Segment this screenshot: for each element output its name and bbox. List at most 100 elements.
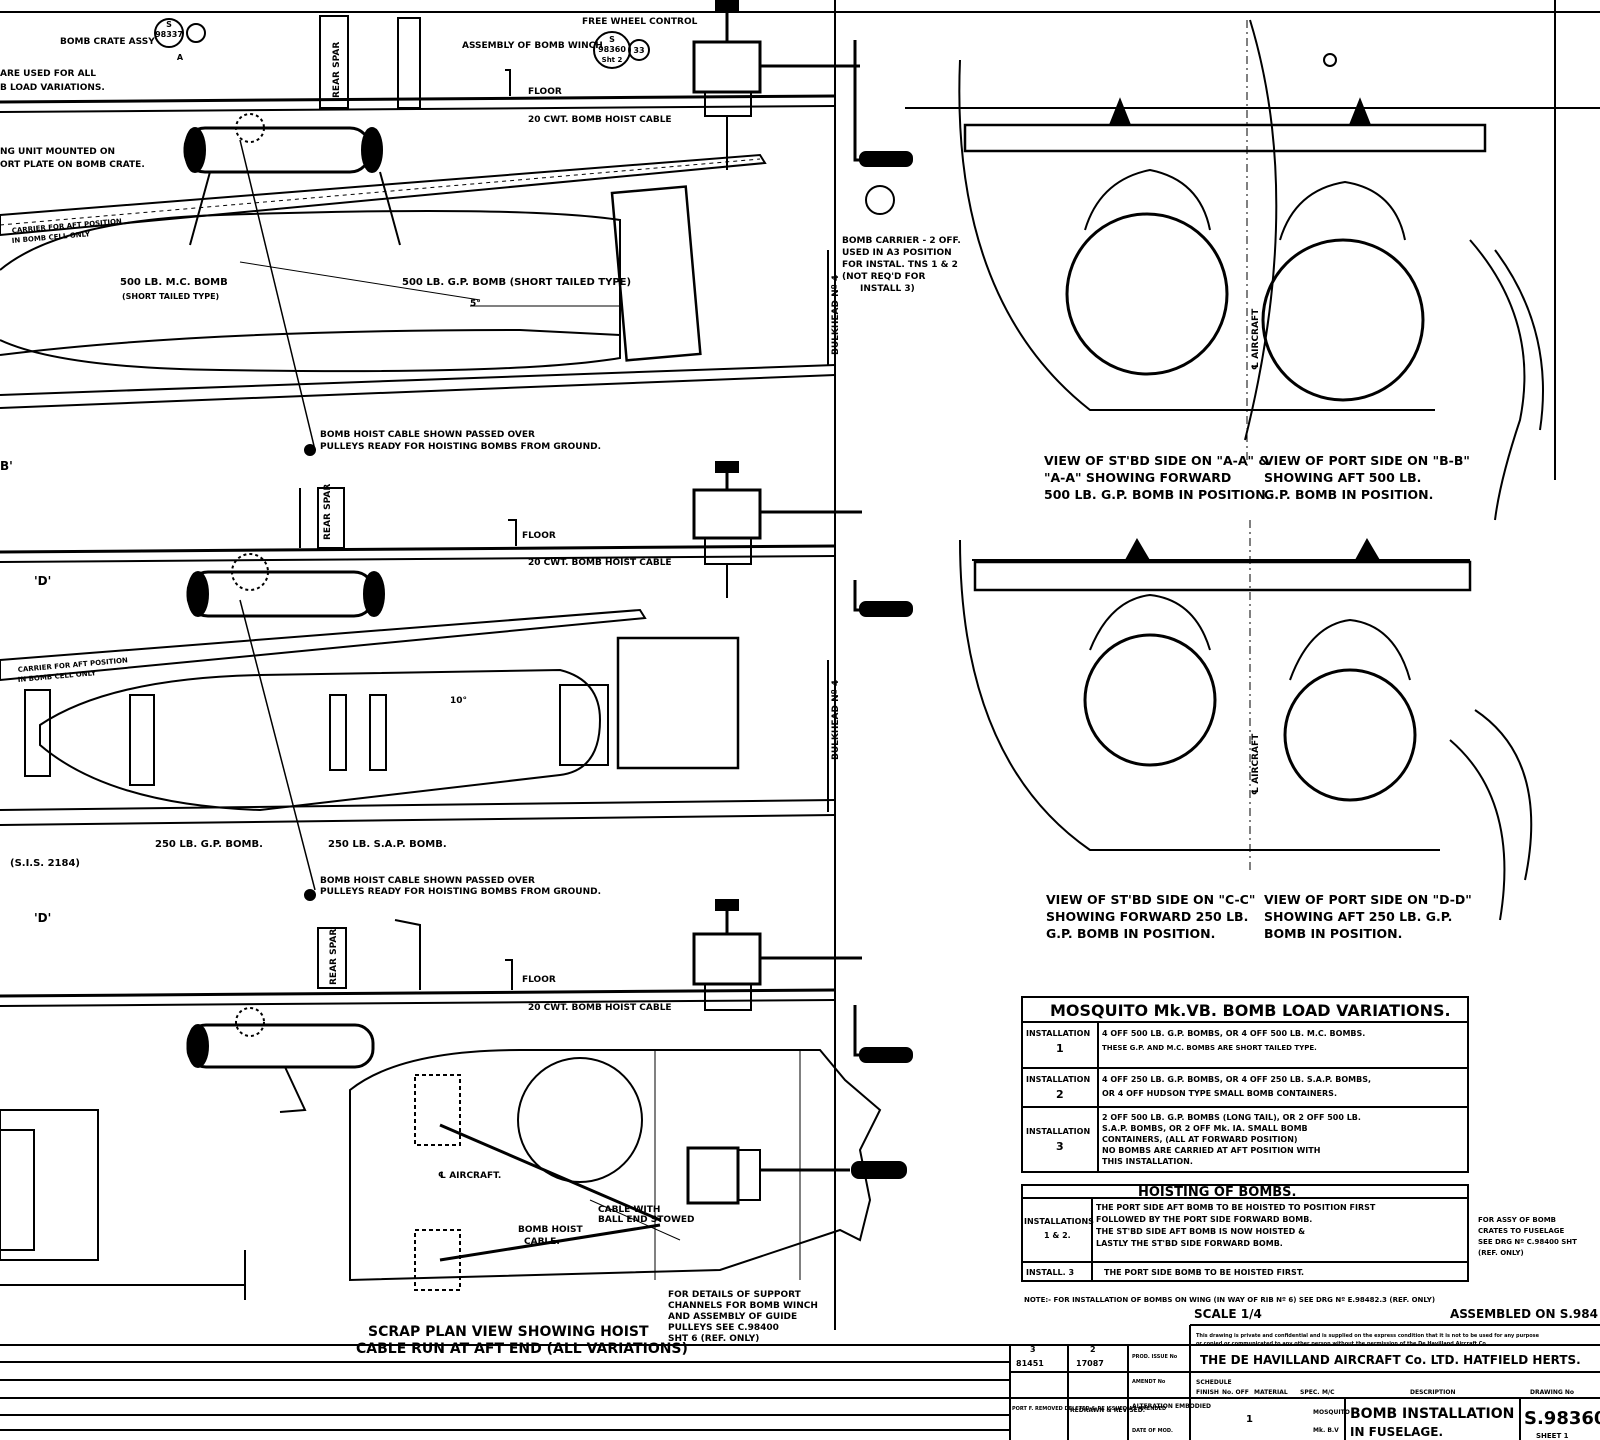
label-hoist-cable-1: 20 CWT. BOMB HOIST CABLE: [528, 115, 672, 125]
type-mosquito: MOSQUITO: [1313, 1409, 1350, 1416]
row-2-line-1: 4 OFF 250 LB. G.P. BOMBS, OR 4 OFF 250 L…: [1102, 1075, 1371, 1084]
title-block-frame: [0, 1324, 1600, 1440]
sheet-label: SHEET 1: [1536, 1432, 1569, 1440]
label-bulkhead-2: BULKHEAD Nº 4: [831, 680, 841, 760]
issue-label: PROD. ISSUE No: [1132, 1354, 1178, 1360]
row-3-label: INSTALLATION: [1026, 1127, 1090, 1136]
company-name: THE DE HAVILLAND AIRCRAFT Co. LTD. HATFI…: [1200, 1353, 1581, 1367]
row-1-label: INSTALLATION: [1026, 1029, 1090, 1038]
ref-crate-sub: A: [177, 53, 184, 62]
view-cc-3: G.P. BOMB IN POSITION.: [1046, 926, 1215, 941]
load-table-title: MOSQUITO Mk.VB. BOMB LOAD VARIATIONS.: [1050, 1001, 1451, 1020]
th-schedule: SCHEDULE: [1196, 1379, 1232, 1386]
small-notes: PORT F. REMOVED DELETED & RE ISSUED AS A…: [1012, 1406, 1166, 1412]
ref-winch-num: 33: [633, 46, 644, 55]
ref-crate-number: 98337: [155, 30, 183, 39]
label-cable-with-1: CABLE WITH: [598, 1205, 660, 1215]
label-used-for-all-1: ARE USED FOR ALL: [0, 69, 96, 79]
mod-no-1: 81451: [1016, 1359, 1044, 1368]
type-mark: Mk. B.V: [1313, 1427, 1339, 1434]
label-floor-1: FLOOR: [528, 87, 562, 97]
label-support-3: AND ASSEMBLY OF GUIDE: [668, 1312, 797, 1322]
hoist-title: HOISTING OF BOMBS.: [1138, 1185, 1296, 1200]
side-view-third: [0, 899, 913, 1300]
row-1-num: 1: [1056, 1042, 1064, 1055]
label-cable-passed-2: PULLEYS READY FOR HOISTING BOMBS FROM GR…: [320, 442, 601, 452]
hoist-row-2-label: INSTALL. 3: [1026, 1268, 1074, 1277]
label-unit-mounted-1: NG UNIT MOUNTED ON: [0, 147, 115, 157]
view-aa-1: VIEW OF ST'BD SIDE ON "A-A" &: [1044, 453, 1269, 468]
label-free-wheel: FREE WHEEL CONTROL: [582, 17, 698, 27]
label-aircraft-cl-1: ℄ AIRCRAFT: [1251, 308, 1261, 370]
view-bb-2: SHOWING AFT 500 LB.: [1264, 470, 1421, 485]
ref-crate-letter: S: [166, 20, 172, 29]
label-cable-passed-3: BOMB HOIST CABLE SHOWN PASSED OVER: [320, 876, 535, 886]
row-3-num: 3: [1056, 1140, 1064, 1153]
drawing-number: S.98360: [1524, 1408, 1600, 1429]
view-dd-1: VIEW OF PORT SIDE ON "D-D": [1264, 892, 1472, 907]
label-floor-2: FLOOR: [522, 531, 556, 541]
end-view-a-b: [905, 0, 1600, 521]
alteration-label: ALTERATION EMBODIED: [1132, 1403, 1211, 1410]
qty-value: 1: [1246, 1414, 1253, 1425]
label-carrier-4: (NOT REQ'D FOR: [842, 272, 925, 282]
ref-winch-number: 98360: [598, 45, 626, 54]
view-dd-3: BOMB IN POSITION.: [1264, 926, 1402, 941]
row-3-line-3: CONTAINERS, (ALL AT FORWARD POSITION): [1102, 1135, 1298, 1144]
label-bomb-hoist-1: BOMB HOIST: [518, 1225, 583, 1235]
scale-label: SCALE 1/4: [1194, 1307, 1262, 1321]
label-floor-3: FLOOR: [522, 975, 556, 985]
label-carrier-2: USED IN A3 POSITION: [842, 248, 952, 258]
th-spec: SPEC.: [1300, 1389, 1320, 1396]
hoist-row-2-line-1: THE PORT SIDE BOMB TO BE HOISTED FIRST.: [1104, 1268, 1304, 1277]
label-250-gp: 250 LB. G.P. BOMB.: [155, 839, 263, 850]
crates-4: (REF. ONLY): [1478, 1249, 1524, 1257]
crates-2: CRATES TO FUSELAGE: [1478, 1227, 1565, 1235]
row-2-line-2: OR 4 OFF HUDSON TYPE SMALL BOMB CONTAINE…: [1102, 1089, 1337, 1098]
ref-circle-crate: [154, 18, 184, 48]
view-aa-3: 500 LB. G.P. BOMB IN POSITION.: [1044, 487, 1270, 502]
crates-1: FOR ASSY OF BOMB: [1478, 1216, 1556, 1224]
label-bomb-crate: BOMB CRATE ASSY: [60, 37, 155, 47]
side-view-500lb: [0, 0, 913, 456]
label-rear-spar-3: REAR SPAR: [329, 929, 339, 985]
label-carrier-1: BOMB CARRIER - 2 OFF.: [842, 236, 961, 246]
row-3-line-1: 2 OFF 500 LB. G.P. BOMBS (LONG TAIL), OR…: [1102, 1113, 1361, 1122]
label-unit-mounted-2: ORT PLATE ON BOMB CRATE.: [0, 160, 145, 170]
label-section-d-1: 'D': [34, 574, 51, 588]
label-rear-spar-2: REAR SPAR: [323, 484, 333, 540]
th-mk: M/C: [1322, 1389, 1335, 1396]
end-view-c-d: [959, 520, 1533, 921]
hoist-row-1-line-4: LASTLY THE ST'BD SIDE FORWARD BOMB.: [1096, 1239, 1283, 1248]
th-drawing: DRAWING No: [1530, 1389, 1574, 1396]
description-2: IN FUSELAGE.: [1350, 1425, 1443, 1439]
label-hoist-cable-2: 20 CWT. BOMB HOIST CABLE: [528, 558, 672, 568]
description-1: BOMB INSTALLATION: [1350, 1406, 1514, 1422]
rev-2: 2: [1090, 1345, 1096, 1354]
crates-3: SEE DRG Nº C.98400 SHT: [1478, 1238, 1577, 1246]
label-cable-passed-4: PULLEYS READY FOR HOISTING BOMBS FROM GR…: [320, 887, 601, 897]
assembled-label: ASSEMBLED ON S.984: [1450, 1307, 1598, 1321]
label-used-for-all-2: B LOAD VARIATIONS.: [0, 83, 105, 93]
scrap-title-2: CABLE RUN AT AFT END (ALL VARIATIONS): [356, 1341, 688, 1357]
label-scrap-aircraft: ℄ AIRCRAFT.: [438, 1171, 501, 1181]
label-hoist-cable-3: 20 CWT. BOMB HOIST CABLE: [528, 1003, 672, 1013]
confidential-2: or copied or communicated to any other p…: [1196, 1341, 1488, 1347]
label-section-b: B': [0, 459, 13, 473]
rev-3: 3: [1030, 1345, 1036, 1354]
ref-winch-sub: Sht 2: [602, 56, 623, 64]
th-material: MATERIAL: [1254, 1389, 1288, 1396]
label-cable-passed-1: BOMB HOIST CABLE SHOWN PASSED OVER: [320, 430, 535, 440]
note-wing: NOTE:- FOR INSTALLATION OF BOMBS ON WING…: [1024, 1296, 1435, 1304]
th-no-off: No. OFF: [1222, 1389, 1249, 1396]
row-1-line-2: THESE G.P. AND M.C. BOMBS ARE SHORT TAIL…: [1102, 1044, 1317, 1052]
row-2-num: 2: [1056, 1088, 1064, 1101]
label-short-tailed: (SHORT TAILED TYPE): [122, 292, 219, 301]
label-rear-spar-1: REAR SPAR: [332, 42, 342, 98]
date-mod-label: DATE OF MOD.: [1132, 1428, 1173, 1434]
hoist-row-1-line-3: THE ST'BD SIDE AFT BOMB IS NOW HOISTED &: [1096, 1227, 1305, 1236]
hoist-row-1-label: INSTALLATIONS: [1024, 1217, 1094, 1226]
label-250-sap: 250 LB. S.A.P. BOMB.: [328, 839, 447, 850]
view-bb-3: G.P. BOMB IN POSITION.: [1264, 487, 1433, 502]
